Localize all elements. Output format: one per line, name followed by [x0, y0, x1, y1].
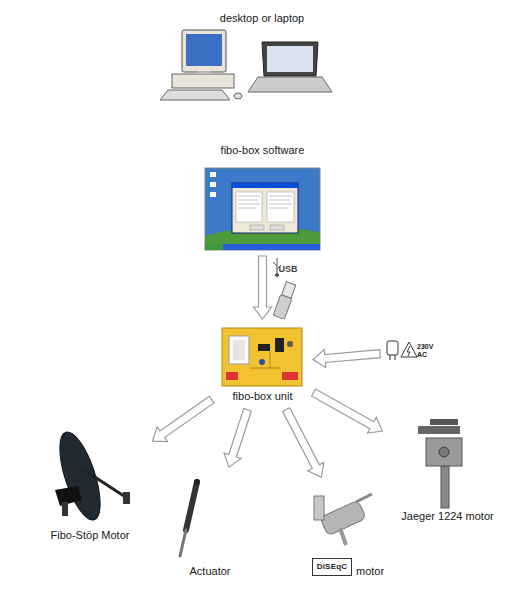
node-caption: 230V AC — [417, 343, 436, 359]
mouse — [234, 93, 242, 99]
list-lines — [238, 196, 292, 208]
pcb — [222, 328, 302, 386]
laptop-base — [248, 77, 332, 92]
desktop-icon — [210, 182, 216, 187]
usb-plug-body — [273, 295, 292, 320]
lnb — [123, 492, 130, 504]
hollow-arrow — [312, 389, 383, 433]
desktop-icon — [210, 172, 216, 177]
motor-arm — [418, 426, 460, 434]
window-button — [250, 225, 264, 230]
plug-prong — [395, 355, 396, 360]
satellite-dish — [52, 428, 130, 525]
list-panel — [236, 192, 262, 222]
hollow-arrow — [283, 408, 324, 478]
motor-shaft — [356, 494, 372, 502]
node-caption: desktop or laptop — [155, 12, 369, 25]
chip — [258, 344, 270, 351]
power-icon — [387, 341, 417, 360]
keyboard — [160, 90, 230, 100]
motor-bracket — [340, 528, 346, 545]
taskbar — [205, 244, 320, 250]
monitor — [182, 30, 226, 72]
laptop-lid — [262, 42, 318, 76]
motor-gear — [439, 447, 449, 457]
software-node: fibo-box software — [195, 140, 330, 252]
hollow-arrow — [254, 256, 272, 319]
terminal-block — [282, 372, 298, 380]
terminal-block — [226, 372, 238, 380]
warning-triangle — [401, 342, 417, 357]
software-screenshot — [205, 168, 320, 250]
circuit-board — [222, 328, 302, 386]
lnb-arm — [84, 470, 127, 498]
mast-pole — [441, 466, 449, 508]
actuator-rod — [180, 530, 186, 556]
usb-plug — [273, 281, 297, 319]
desktop-computer — [160, 30, 242, 100]
pcb-traces — [250, 352, 280, 368]
motor-node: DiSEqC motor — [300, 480, 400, 585]
transformer — [229, 336, 249, 364]
lightning-bolt — [407, 346, 410, 356]
capacitor — [259, 359, 265, 365]
jaeger-motor — [418, 419, 462, 508]
hollow-arrow — [152, 396, 214, 441]
list-panel — [267, 192, 294, 222]
computer-node: desktop or laptop — [155, 5, 369, 105]
motor-node: Fibo-Stöp Motor — [30, 425, 150, 545]
laptop-screen — [267, 46, 313, 72]
hollow-arrow — [224, 409, 251, 468]
actuator-body — [186, 482, 197, 530]
monitor-stand — [198, 71, 210, 74]
motor-box — [426, 438, 462, 466]
motor-clamp — [314, 496, 324, 520]
dish-reflector — [52, 428, 109, 525]
node-caption: fibo-box unit — [215, 390, 310, 403]
connector-label: USB — [279, 264, 298, 274]
computer-case — [172, 74, 234, 88]
mount-plate — [430, 419, 458, 425]
diseqc-motor — [314, 494, 372, 545]
actuator-node: Actuator — [165, 470, 255, 580]
desktop-icon — [210, 192, 216, 197]
window-titlebar — [232, 183, 298, 188]
capacitor — [287, 341, 293, 347]
transformer-core — [233, 340, 245, 360]
node-caption: motor — [356, 565, 400, 578]
plug-prong — [390, 355, 391, 360]
hollow-arrow — [313, 350, 380, 368]
power-node: 230V AC — [384, 336, 436, 366]
dish-mount — [62, 502, 68, 516]
power-plug — [387, 341, 398, 355]
desktop-background — [205, 168, 320, 250]
chip — [275, 338, 284, 352]
motor-node: Jaeger 1224 motor — [385, 410, 510, 525]
laptop-computer — [248, 42, 332, 92]
node-caption: Actuator — [165, 565, 255, 578]
start-button — [205, 244, 223, 250]
dish-motor — [55, 486, 82, 506]
linear-actuator — [180, 479, 200, 556]
logo-text: DiSEqC — [312, 558, 352, 576]
node-caption: fibo-box software — [195, 144, 330, 157]
unit-node: fibo-box unit — [215, 322, 310, 406]
node-caption: Fibo-Stöp Motor — [30, 529, 150, 542]
monitor-screen — [186, 34, 222, 66]
app-window — [232, 183, 298, 233]
window-button — [270, 225, 284, 230]
node-caption: Jaeger 1224 motor — [385, 510, 510, 523]
actuator-cap — [194, 479, 200, 485]
